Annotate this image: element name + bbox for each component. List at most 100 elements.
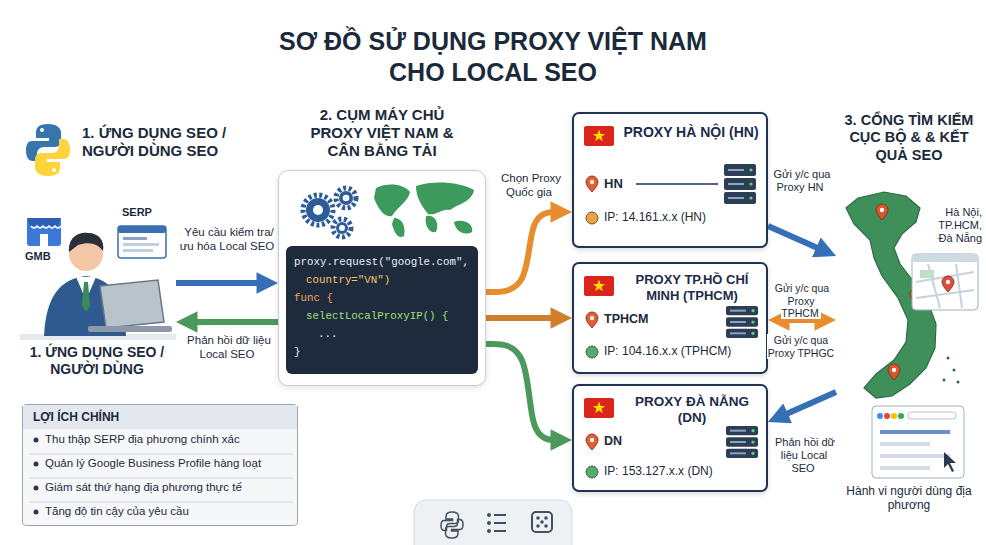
- vietnam-map: [876, 204, 888, 220]
- proxy-icons: [730, 430, 746, 432]
- gears-and-world-map: [374, 185, 410, 217]
- vietnam-map: [891, 413, 897, 419]
- gears-and-world-map: [426, 216, 438, 233]
- gears-and-world-map: [343, 195, 350, 202]
- edge-label-box: Gửi y/c qua Proxy TPHCM: [767, 282, 835, 320]
- proxy-icons: [749, 196, 752, 199]
- gears-and-world-map: [306, 198, 330, 222]
- toolbar: [487, 513, 506, 533]
- seo-user-figure: [88, 326, 172, 332]
- edge-label: Yêu cầu kiểm tra/ ưu hóa Local SEO: [180, 226, 277, 252]
- vietnam-map: [898, 413, 904, 419]
- gmb-icon: [27, 218, 61, 246]
- vietnam-map: [880, 430, 950, 434]
- list-rules: [34, 438, 39, 443]
- gears-and-world-map: [336, 222, 348, 234]
- list-rules: [29, 502, 293, 503]
- gears-and-world-map: [416, 183, 474, 215]
- python-logo: [52, 168, 56, 172]
- flow-arrow: [486, 315, 560, 321]
- city-list: Hà Nội, TP.HCM, Đà Nẵng: [926, 206, 982, 246]
- edge-label-box: Yêu cầu kiểm tra/ ưu hóa Local SEO: [175, 226, 281, 254]
- gmb-icon: [31, 226, 61, 228]
- location-code: DN: [604, 434, 622, 449]
- proxy-icons: [586, 312, 598, 328]
- edge-label-box: Gửi y/c qua Proxy HN: [768, 168, 834, 194]
- proxy-server-box: PROXY ĐÀ NẴNG (DN)DNIP: 153.127.x.x (DN): [572, 384, 768, 492]
- list-item: Giám sát thứ hạng địa phương thực tế: [45, 481, 242, 495]
- flow-arrow: [768, 226, 825, 251]
- list-rules: [29, 454, 293, 455]
- list-rules: [34, 462, 39, 467]
- proxy-icons: [724, 164, 756, 176]
- edge-label: Chọn Proxy Quốc gia: [499, 172, 561, 198]
- proxy-icons: [593, 280, 605, 292]
- proxy-icons: [590, 316, 594, 320]
- code-line: proxy.request("google.com",: [294, 256, 469, 269]
- vietnam-map: [916, 264, 974, 308]
- icon-label: SERP: [122, 206, 152, 219]
- serp-icon: [118, 226, 166, 233]
- proxy-icons: [726, 329, 758, 338]
- flow-arrow: [779, 392, 836, 417]
- location-code: TPHCM: [604, 312, 648, 327]
- proxy-icons: [728, 183, 744, 185]
- seo-user-figure: [82, 282, 90, 312]
- gears-and-world-map: [313, 205, 323, 215]
- proxy-server-box: PROXY TP.HỒ CHÍ MINH (TPHCM)TPHCMIP: 104…: [572, 262, 768, 374]
- python-logo: [40, 128, 44, 132]
- vietnam-map: [880, 208, 884, 212]
- serp-icon: [123, 249, 153, 252]
- proxy-icons: [586, 212, 598, 224]
- proxy-server-box: PROXY HÀ NỘI (HN)HNIP: 14.161.x.x (HN): [572, 112, 768, 248]
- gears-and-world-map: [336, 188, 356, 208]
- proxy-icons: [586, 176, 598, 192]
- arrow-note: Gửi y/c qua Proxy TPHGC: [767, 334, 835, 359]
- toolbar: [414, 500, 572, 545]
- seo-user-figure: [20, 233, 176, 340]
- gears-and-world-map: [333, 219, 351, 237]
- proxy-icons: [586, 346, 598, 358]
- seo-user-figure: [100, 280, 164, 328]
- vietnam-map: [888, 364, 900, 380]
- toolbar: [446, 520, 464, 539]
- proxy-icons: [751, 332, 754, 335]
- toolbar: [494, 514, 506, 516]
- proxy-icons: [730, 452, 746, 454]
- edge-label: Phản hồi dữ liệu Local SEO: [773, 436, 835, 474]
- ip-address: IP: 104.16.x.x (TPHCM): [604, 344, 731, 358]
- proxy-icons: [586, 434, 598, 450]
- list-heading: LỢI ÍCH CHÍNH: [23, 405, 297, 429]
- toolbar: [544, 516, 548, 520]
- proxy-icons: [730, 321, 746, 323]
- proxy-icons: [751, 429, 754, 432]
- list-item: Quản lý Google Business Profile hàng loạ…: [45, 457, 261, 471]
- vietnam-map: [947, 357, 950, 360]
- vietnam-map: [880, 454, 950, 458]
- section-heading: 3. CỔNG TÌM KIẾM CỤC BỘ & & KẾT QUẢ SEO: [836, 112, 982, 164]
- gmb-icon: [27, 218, 61, 226]
- vietnam-map: [880, 466, 930, 470]
- proxy-icons: [751, 440, 754, 443]
- toolbar: [494, 522, 506, 524]
- proxy-icons: [751, 309, 754, 312]
- toolbar: [544, 524, 548, 528]
- serp-icon: [118, 226, 166, 258]
- toolbar: [441, 512, 463, 538]
- gmb-icon: [40, 234, 48, 246]
- list-item: Tăng độ tin cậy của yêu cầu: [45, 505, 189, 519]
- toolbar: [536, 516, 540, 520]
- flow-arrow: [176, 280, 266, 286]
- toolbar: [487, 529, 491, 533]
- proxy-icons: [730, 332, 746, 334]
- code-line: country="VN"): [306, 274, 390, 287]
- edge-label: Gửi y/c qua Proxy TPHCM: [773, 282, 829, 319]
- section-heading: 2. CỤM MÁY CHỦ PROXY VIỆT NAM & CÂN BẰNG…: [297, 106, 467, 160]
- proxy-icons: [586, 312, 598, 328]
- flow-arrow: [486, 212, 560, 292]
- python-logo: [35, 139, 70, 176]
- gears-and-world-map: [392, 218, 405, 237]
- proxy-icons: [749, 168, 752, 171]
- proxy-title: PROXY HÀ NỘI (HN): [620, 124, 762, 141]
- gears-and-world-map: [339, 191, 353, 205]
